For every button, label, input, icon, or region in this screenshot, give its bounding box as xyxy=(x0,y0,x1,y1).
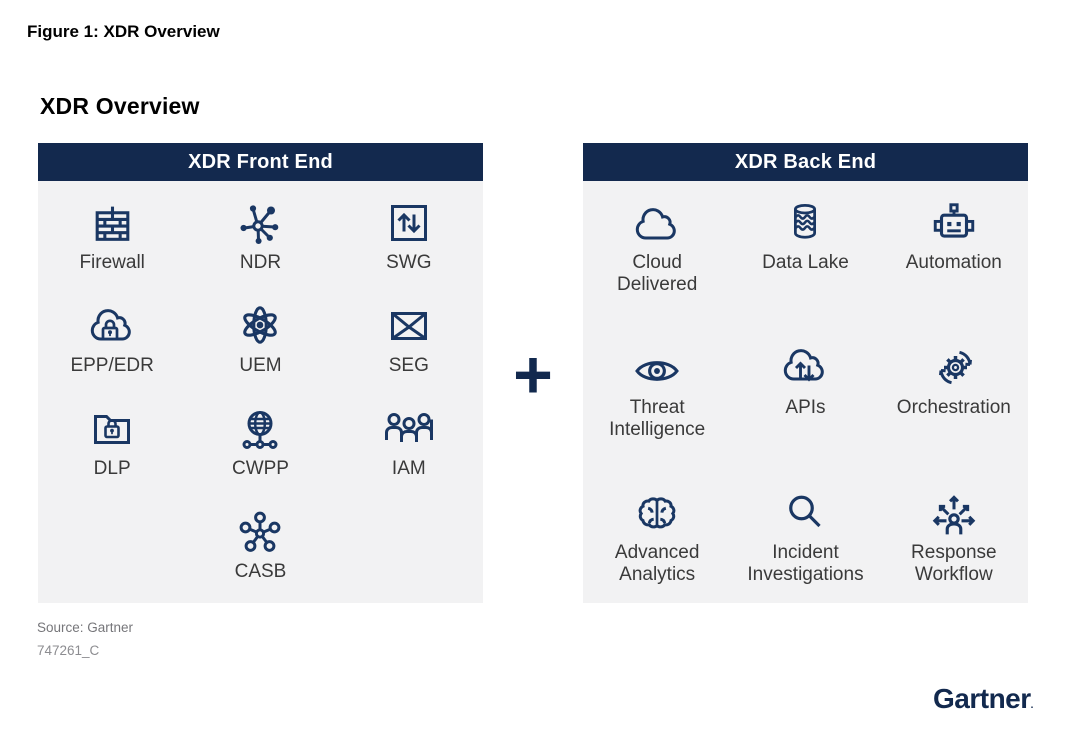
item-label: Incident Investigations xyxy=(747,542,864,586)
item-label: Orchestration xyxy=(896,397,1011,418)
panel-item: Automation xyxy=(880,193,1028,338)
eye-icon xyxy=(631,338,683,392)
panel-header-front-end: XDR Front End xyxy=(38,143,483,181)
xdr-front-end-panel: XDR Front End Firewall NDR SWG EPP/EDR U… xyxy=(38,143,483,603)
folder-lock-icon xyxy=(87,399,137,453)
item-label: Cloud Delivered xyxy=(617,252,698,296)
item-label: Advanced Analytics xyxy=(614,542,700,586)
panel-body-back-end: Cloud Delivered Data Lake Automation Thr… xyxy=(583,181,1028,603)
xdr-back-end-panel: XDR Back End Cloud Delivered Data Lake A… xyxy=(583,143,1028,603)
item-label: CASB xyxy=(234,561,287,582)
cloud-arrows-icon xyxy=(780,338,830,392)
panel-item: SWG xyxy=(335,193,483,296)
panel-item: NDR xyxy=(186,193,334,296)
panel-header-back-end: XDR Back End xyxy=(583,143,1028,181)
chart-title: XDR Overview xyxy=(40,93,200,119)
item-label: APIs xyxy=(785,397,826,418)
panel-body-front-end: Firewall NDR SWG EPP/EDR UEM SEG DLP CWP… xyxy=(38,181,483,603)
panel-item: CASB xyxy=(186,502,334,605)
panel-item: Incident Investigations xyxy=(731,483,879,628)
magnifier-icon xyxy=(781,483,829,537)
robot-icon xyxy=(929,193,979,247)
panel-item: CWPP xyxy=(186,399,334,502)
brain-icon xyxy=(632,483,682,537)
panel-item: Response Workflow xyxy=(880,483,1028,628)
item-label: Threat Intelligence xyxy=(609,397,706,441)
gear-cycle-icon xyxy=(930,338,978,392)
panel-item: DLP xyxy=(38,399,186,502)
cloud-lock-icon xyxy=(87,296,137,350)
item-label: Data Lake xyxy=(762,252,849,273)
figure-id: 747261_C xyxy=(37,642,100,658)
item-label: SEG xyxy=(388,355,429,376)
panel-item: APIs xyxy=(731,338,879,483)
item-label: Response Workflow xyxy=(911,542,997,586)
panel-item: Cloud Delivered xyxy=(583,193,731,338)
item-label: Firewall xyxy=(79,252,145,273)
item-label: UEM xyxy=(239,355,282,376)
item-label: SWG xyxy=(386,252,432,273)
firewall-icon xyxy=(88,193,137,247)
source-text: Source: Gartner xyxy=(37,620,134,635)
person-arrows-icon xyxy=(929,483,979,537)
figure-title: Figure 1: XDR Overview xyxy=(27,22,220,41)
item-label: DLP xyxy=(93,458,131,479)
gartner-logo: Gartner. xyxy=(933,683,1034,715)
panel-item: IAM xyxy=(335,399,483,502)
globe-network-icon xyxy=(236,399,284,453)
item-label: CWPP xyxy=(231,458,289,479)
panel-item: Advanced Analytics xyxy=(583,483,731,628)
panel-item: Data Lake xyxy=(731,193,879,338)
plus-icon: + xyxy=(513,337,553,413)
network-hub-icon xyxy=(236,193,284,247)
atom-icon xyxy=(235,296,285,350)
up-down-arrows-box-icon xyxy=(385,193,433,247)
item-label: IAM xyxy=(391,458,426,479)
data-lake-icon xyxy=(783,193,827,247)
panel-item: Threat Intelligence xyxy=(583,338,731,483)
item-label: Automation xyxy=(905,252,1002,273)
source-note: Source: Gartner 747261_C xyxy=(37,617,133,663)
people-group-icon xyxy=(379,399,439,453)
item-label: NDR xyxy=(239,252,282,273)
gartner-logo-mark: . xyxy=(1030,700,1034,711)
molecule-icon xyxy=(236,502,284,556)
panel-item: Orchestration xyxy=(880,338,1028,483)
panel-item: Firewall xyxy=(38,193,186,296)
envelope-icon xyxy=(385,296,433,350)
item-label: EPP/EDR xyxy=(70,355,154,376)
panel-item: EPP/EDR xyxy=(38,296,186,399)
panel-item: SEG xyxy=(335,296,483,399)
cloud-icon xyxy=(631,193,683,247)
gartner-logo-text: Gartner xyxy=(933,683,1031,714)
panel-item: UEM xyxy=(186,296,334,399)
